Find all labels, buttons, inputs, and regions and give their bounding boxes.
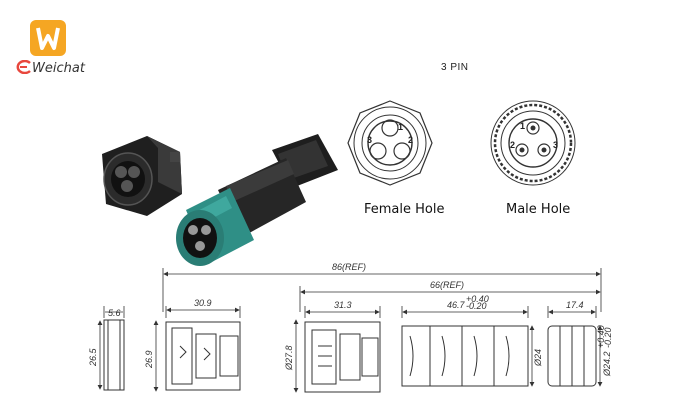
plug-render <box>176 134 338 266</box>
male-pin-1-label: 1 <box>520 121 525 131</box>
brand-name: Weichat <box>32 61 85 76</box>
male-pin-3-label: 3 <box>553 140 558 150</box>
dim-gland-diameter-tol-upper: +0.40 <box>596 325 606 348</box>
female-hole-label: Female Hole <box>364 202 445 217</box>
female-pin-3-label: 3 <box>367 135 372 145</box>
brand-logo-icon <box>30 20 66 56</box>
dim-plug-front-length-text: 31.3 <box>334 300 352 310</box>
male-hole-label: Male Hole <box>506 202 571 217</box>
dim-nut-length-text: 46.7 <box>447 300 466 310</box>
dim-overall-text: 86(REF) <box>332 262 366 272</box>
female-pin-2-label: 2 <box>408 135 413 145</box>
dim-nut-diameter-text: Ø24 <box>533 349 543 367</box>
dim-panel-height-text: 26.5 <box>88 347 98 367</box>
dim-socket-height-text: 26.9 <box>144 350 154 369</box>
panel-socket-render <box>102 136 182 216</box>
female-pin-1-label: 1 <box>398 122 403 132</box>
brand-arc-icon <box>16 60 31 74</box>
male-pin-2-label: 2 <box>510 140 515 150</box>
dim-nut-length-tol-upper: +0.40 <box>466 294 489 304</box>
male-hole-face-drawing: 1 2 3 <box>490 100 576 186</box>
dim-gland-length-text: 17.4 <box>566 300 584 310</box>
dim-plug-front-diameter-text: Ø27.8 <box>284 345 294 371</box>
dim-right-assembly-text: 66(REF) <box>430 280 464 290</box>
dim-socket-length-text: 30.9 <box>194 298 212 308</box>
dim-panel-thickness-text: 5.6 <box>108 308 121 318</box>
pin-count-title: 3 PIN <box>441 62 469 73</box>
dim-gland-diameter-text: Ø24.2 <box>602 351 612 377</box>
dim-gland-diameter-tol-lower: -0.20 <box>603 327 613 348</box>
dim-nut-length-tol-lower: -0.20 <box>466 301 487 311</box>
female-hole-face-drawing: 1 3 2 <box>347 100 433 186</box>
